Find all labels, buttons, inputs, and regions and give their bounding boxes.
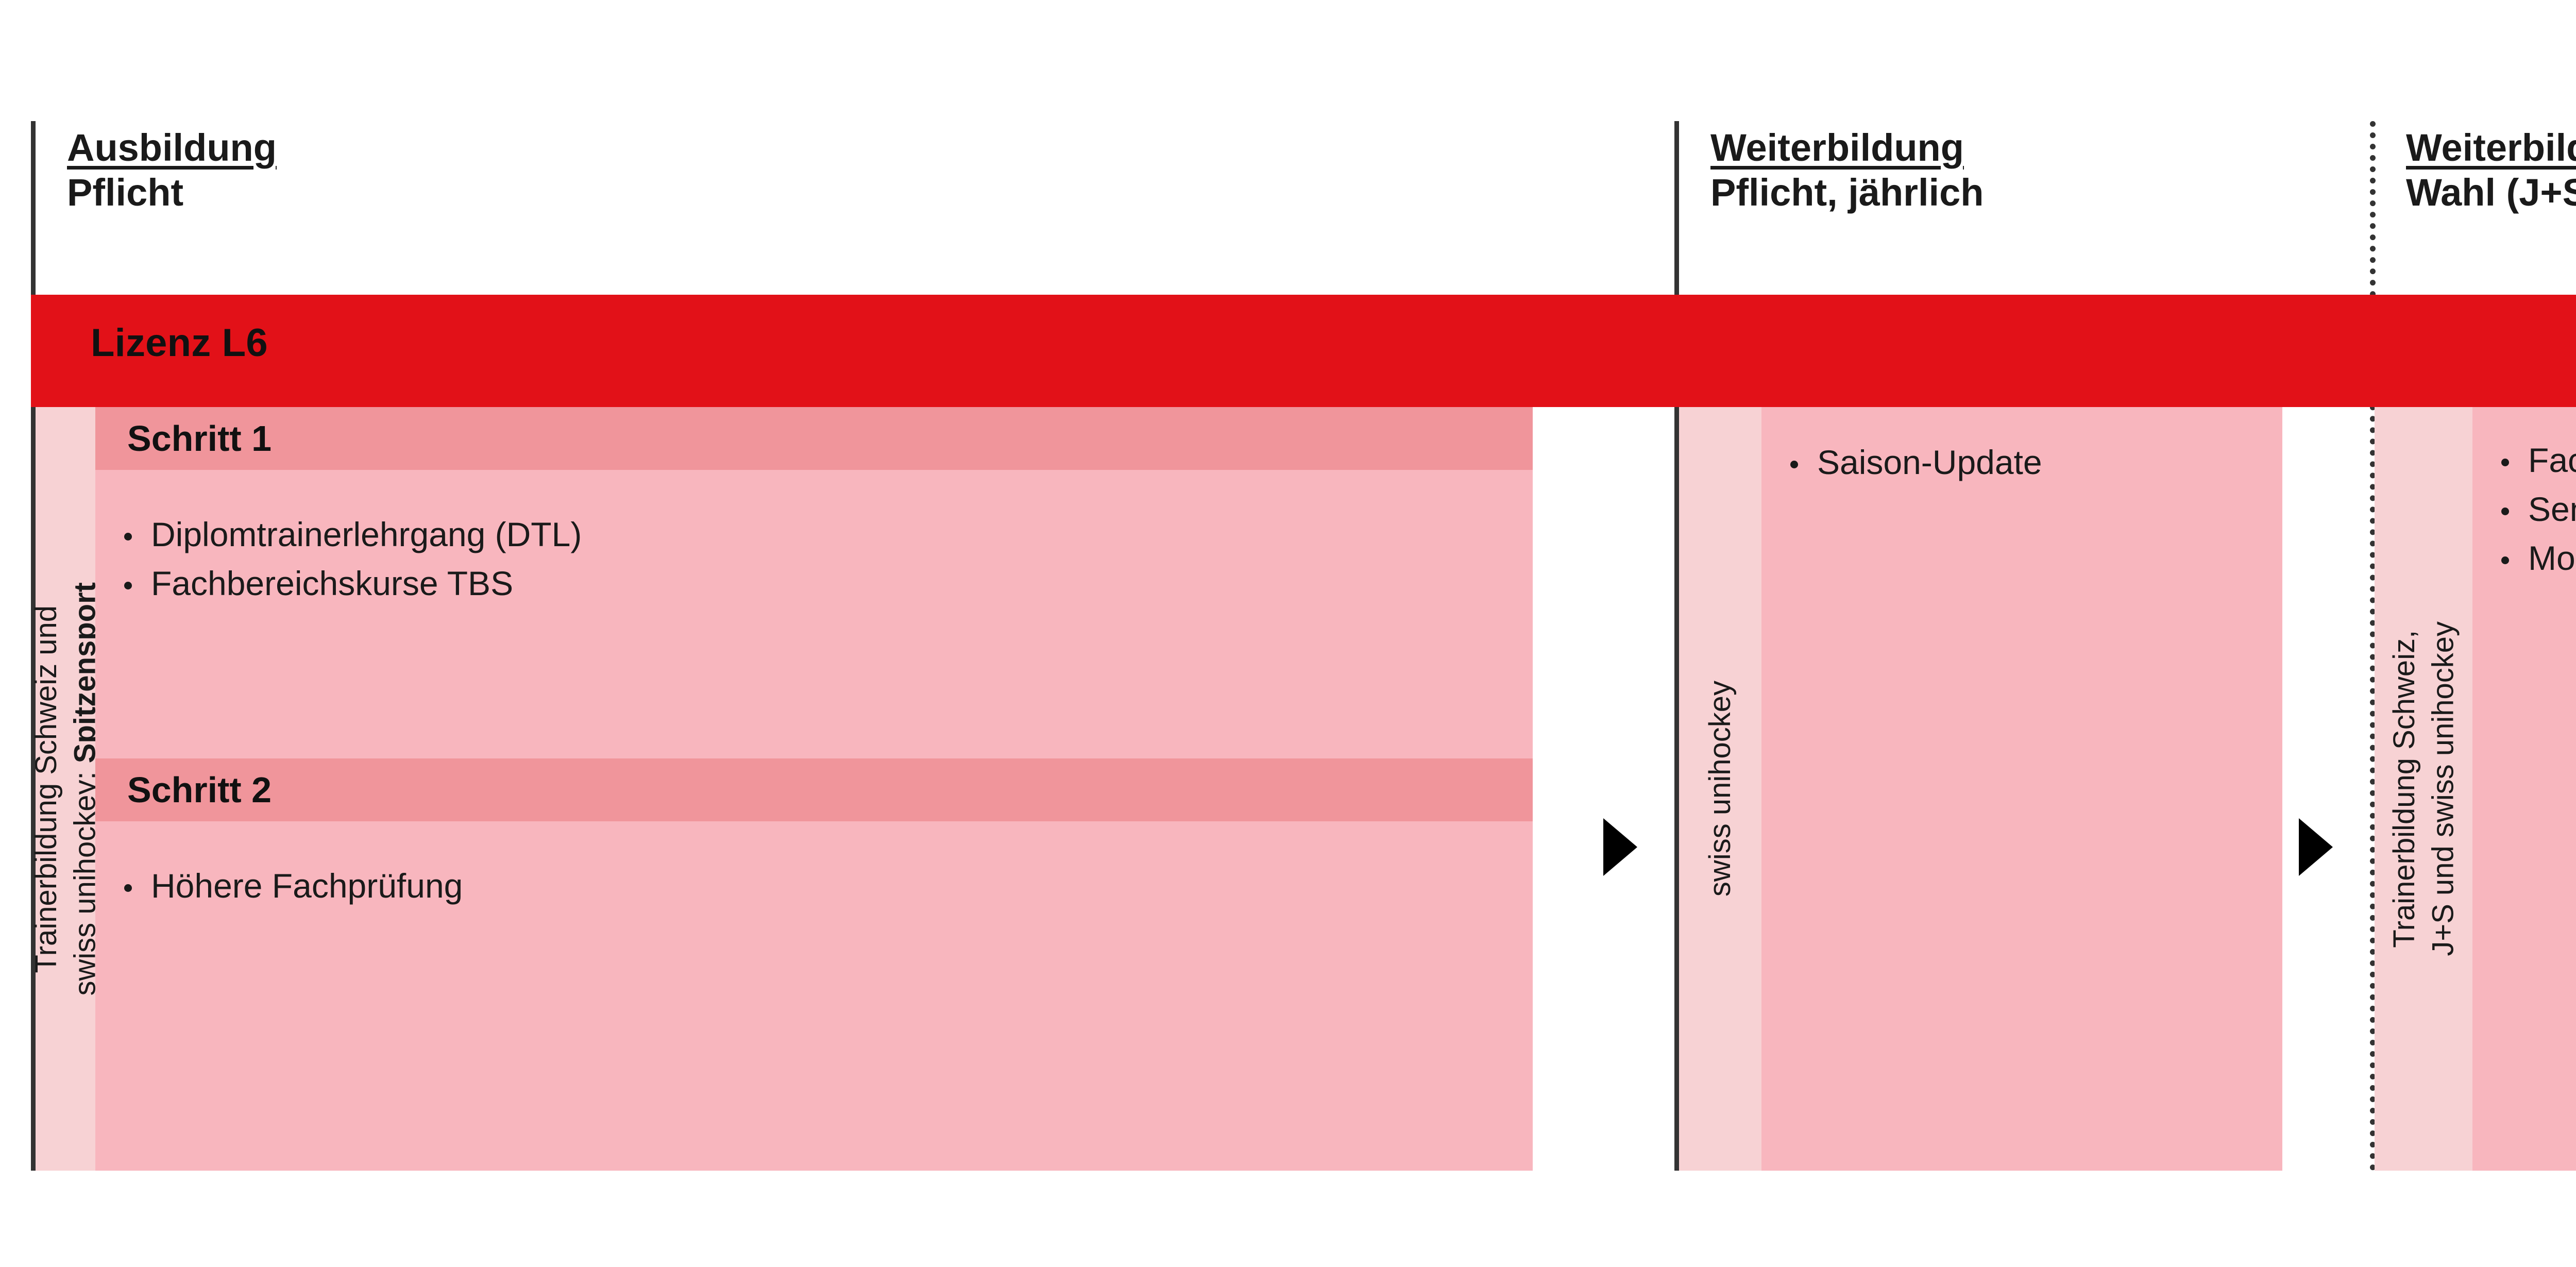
- column-subtitle: Wahl (J+S: mind. alle 2 Jahre): [2406, 171, 2576, 214]
- flow-arrow-right-icon-2: [2299, 818, 2333, 876]
- step-band-2: Schritt 2: [95, 758, 1533, 822]
- bullet-list-schritt-2: Höhere Fachprüfung: [95, 861, 1533, 910]
- column-title: Weiterbildung: [1710, 126, 1964, 169]
- column-ausbildung: Ausbildung Pflicht Trainerbildung Schwei…: [29, 0, 1579, 1267]
- side-caption-text: Trainerbildung Schweiz und swiss unihock…: [27, 582, 105, 996]
- content-pane-ausbildung: Schritt 1 Diplomtrainerlehrgang (DTL) Fa…: [95, 407, 1533, 1171]
- list-item: Höhere Fachprüfung: [95, 861, 1533, 910]
- side-caption-strip-swiss-unihockey: swiss unihockey: [1679, 407, 1761, 1171]
- column-header-weiterbildung-wahl: Weiterbildung Wahl (J+S: mind. alle 2 Ja…: [2406, 126, 2576, 215]
- column-divider-solid-1: [31, 121, 36, 1171]
- spacer: [95, 821, 1533, 861]
- step-band-1: Schritt 1: [95, 407, 1533, 470]
- side-caption-strip-trainerbildung-js: Trainerbildung Schweiz, J+S und swiss un…: [2375, 407, 2472, 1171]
- column-divider-solid-2: [1674, 121, 1679, 1171]
- bullet-list-wahl: Fachbereichskurse TBS Seminare / MTT Mod…: [2472, 436, 2576, 583]
- column-body-weiterbildung-wahl: Trainerbildung Schweiz, J+S und swiss un…: [2375, 407, 2576, 1171]
- spacer: [95, 608, 1533, 758]
- list-item: Fachbereichskurse TBS: [95, 559, 1533, 608]
- column-subtitle: Pflicht: [67, 171, 184, 214]
- bullet-list-schritt-1: Diplomtrainerlehrgang (DTL) Fachbereichs…: [95, 510, 1533, 608]
- content-pane-weiterbildung-wahl: Fachbereichskurse TBS Seminare / MTT Mod…: [2472, 407, 2576, 1171]
- column-title: Ausbildung: [67, 126, 277, 169]
- spacer: [1761, 407, 2282, 438]
- flow-arrow-right-icon-1: [1603, 818, 1637, 876]
- column-title: Weiterbildung: [2406, 126, 2576, 169]
- list-item: Module J+S-Weiterbildung: [2472, 534, 2576, 583]
- spacer: [2472, 407, 2576, 436]
- column-body-weiterbildung-pflicht: swiss unihockey Saison-Update: [1679, 407, 2282, 1171]
- step-label: Schritt 1: [127, 418, 272, 459]
- bullet-list-saison-update: Saison-Update: [1761, 438, 2282, 487]
- list-item: Diplomtrainerlehrgang (DTL): [95, 510, 1533, 559]
- side-caption-strip-spitzensport: Trainerbildung Schweiz und swiss unihock…: [29, 407, 101, 1171]
- content-pane-weiterbildung-pflicht: Saison-Update: [1761, 407, 2282, 1171]
- side-caption-text: swiss unihockey: [1703, 681, 1737, 897]
- license-label: Lizenz L6: [91, 321, 268, 365]
- license-bar: Lizenz L6: [31, 295, 2576, 407]
- column-weiterbildung-wahl: Weiterbildung Wahl (J+S: mind. alle 2 Ja…: [2370, 0, 2576, 1267]
- side-caption-text: Trainerbildung Schweiz, J+S und swiss un…: [2387, 621, 2460, 956]
- column-header-ausbildung: Ausbildung Pflicht: [67, 126, 277, 215]
- step-label: Schritt 2: [127, 770, 272, 810]
- spacer: [95, 470, 1533, 510]
- column-header-weiterbildung-pflicht: Weiterbildung Pflicht, jährlich: [1710, 126, 1984, 215]
- list-item: Seminare / MTT: [2472, 485, 2576, 534]
- column-weiterbildung-pflicht: Weiterbildung Pflicht, jährlich swiss un…: [1674, 0, 2282, 1267]
- column-body-ausbildung: Trainerbildung Schweiz und swiss unihock…: [29, 407, 1579, 1171]
- list-item: Fachbereichskurse TBS: [2472, 436, 2576, 485]
- column-subtitle: Pflicht, jährlich: [1710, 171, 1984, 214]
- column-divider-dotted: [2370, 121, 2376, 1171]
- list-item: Saison-Update: [1761, 438, 2282, 487]
